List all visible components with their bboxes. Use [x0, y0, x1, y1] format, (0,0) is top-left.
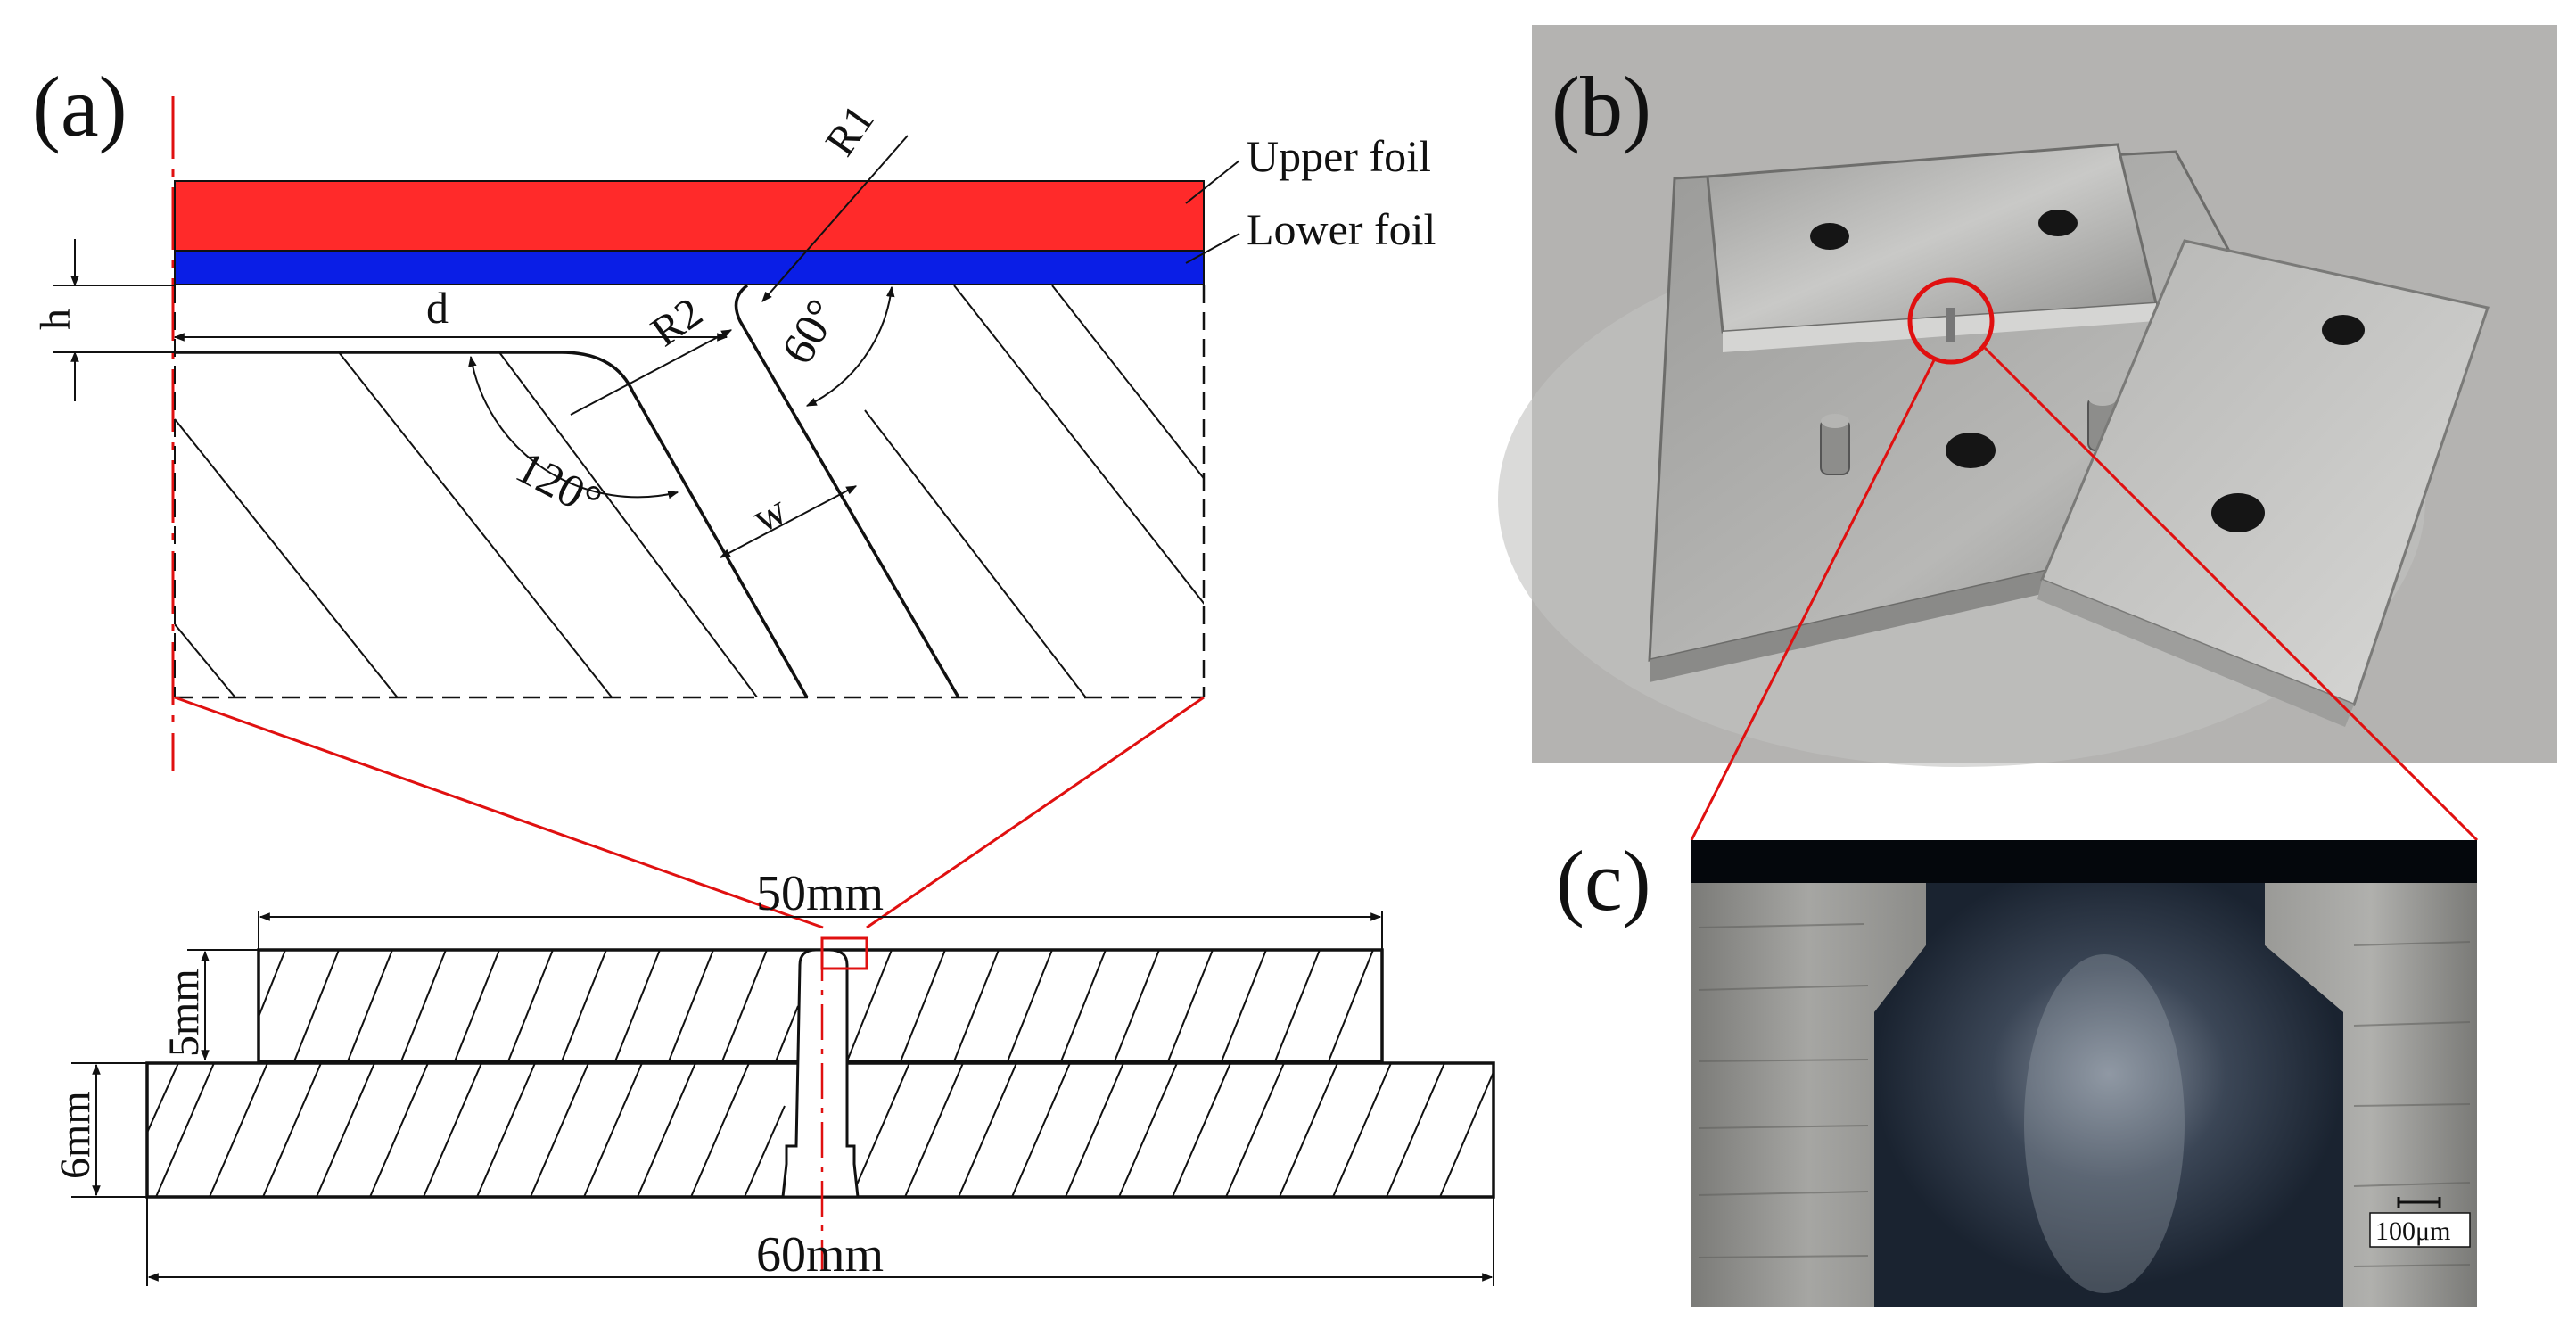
photo-hole-1 — [1810, 223, 1849, 250]
photo-hole-4 — [2322, 315, 2365, 345]
zoom-line-c-left — [1690, 358, 1937, 841]
photo-hole-3 — [1946, 433, 1996, 468]
dim-angle-60: 60° — [772, 291, 849, 373]
channel-left-wall — [175, 351, 809, 698]
top-plate-hatching — [259, 950, 1374, 1061]
dim-d: d — [426, 283, 449, 333]
photo-highlight-circle — [1907, 277, 1995, 365]
photo-hole-2 — [2038, 210, 2078, 236]
upper-foil-label: Upper foil — [1247, 131, 1431, 181]
angle-60-arc — [805, 285, 895, 407]
r2-leader — [570, 329, 733, 416]
dim-height-top: 5mm — [160, 969, 208, 1057]
micrograph-top-dark — [1691, 840, 2477, 883]
lower-foil — [174, 250, 1205, 285]
zoom-line-right — [866, 696, 1205, 929]
dim-w: w — [745, 485, 794, 541]
upper-foil-leader — [1185, 160, 1240, 204]
zoom-line-c-right — [1983, 346, 2479, 842]
photo-top-block-edge — [1723, 303, 2156, 352]
dim-h: h — [32, 309, 79, 330]
scale-bar-box — [2369, 1212, 2471, 1248]
nozzle-channel — [781, 948, 860, 1199]
micrograph-channel — [1874, 883, 2343, 1307]
panel-a-label: (a) — [32, 59, 128, 154]
dim-r1: R1 — [817, 96, 885, 164]
photo-tilted-plate-edge — [2037, 580, 2354, 727]
lower-foil-leader — [1185, 233, 1240, 264]
dim-height-base: 6mm — [52, 1091, 99, 1179]
panel-b-label: (b) — [1551, 59, 1651, 154]
w-dimension-line — [719, 485, 858, 558]
base-plate-hatching — [147, 1063, 1494, 1197]
dim-width-base: 60mm — [756, 1227, 884, 1283]
panel-a: (a) Upper foil Lower foil — [32, 59, 1495, 1286]
r1-leader — [761, 135, 909, 302]
detail-hatching — [175, 285, 1204, 697]
zoom-line-left — [174, 696, 824, 929]
micrograph-texture — [1698, 923, 2471, 1267]
photo-nozzle — [1946, 308, 1955, 342]
scale-bar-label: 100μm — [2375, 1217, 2450, 1246]
panel-b: (b) — [1498, 25, 2557, 842]
upper-foil — [174, 180, 1205, 252]
photo-top-block — [1706, 143, 2158, 334]
photo-hole-5 — [2211, 493, 2265, 532]
channel-right-wall — [734, 284, 960, 698]
angle-120-arc — [468, 355, 679, 499]
dim-width-top: 50mm — [756, 866, 884, 921]
panel-c-label: (c) — [1556, 833, 1651, 928]
dim-angle-120: 120° — [507, 441, 609, 528]
lower-foil-label: Lower foil — [1247, 204, 1436, 254]
panel-c: (c) 100μm — [1556, 833, 2477, 1307]
